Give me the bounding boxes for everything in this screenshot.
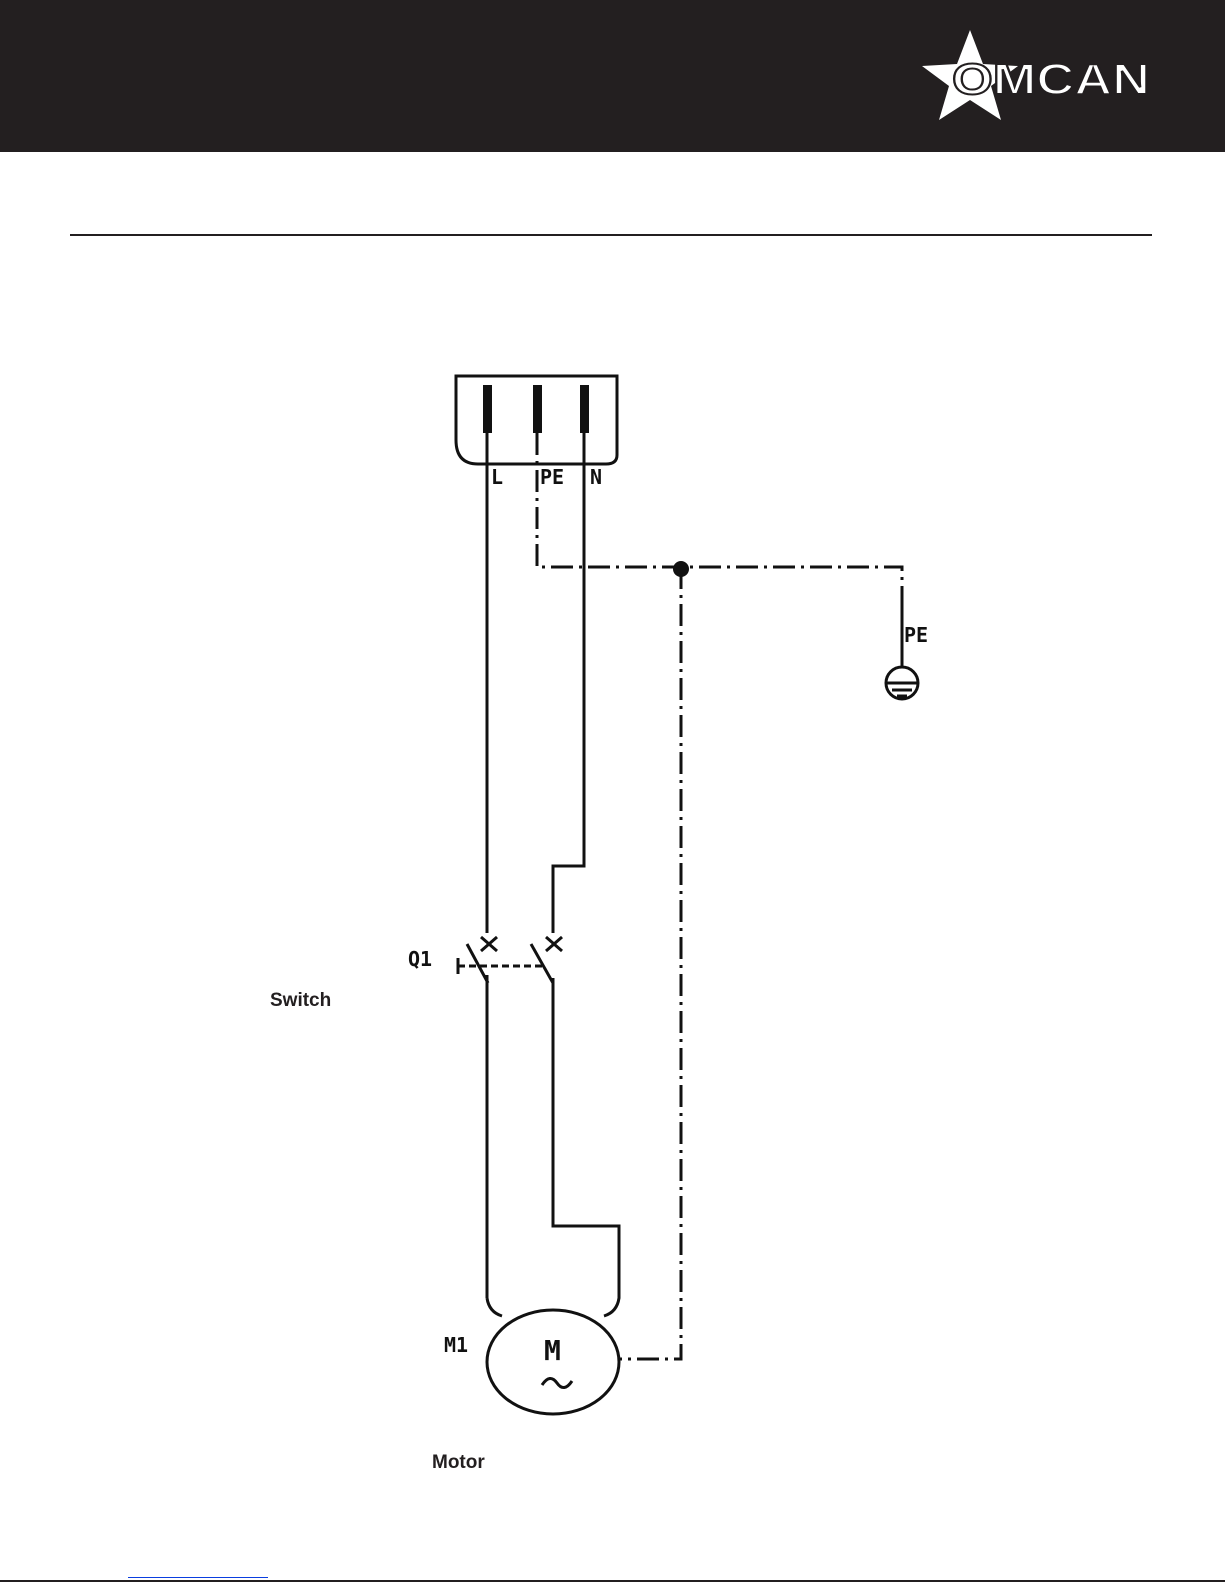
plug-pin-N xyxy=(580,385,589,433)
switch-caption: Switch xyxy=(270,990,331,1012)
terminal-label-PE: PE xyxy=(540,465,564,489)
wire-L-to-motor xyxy=(487,1298,502,1316)
wire-PE-drop xyxy=(537,433,902,595)
terminal-label-N: N xyxy=(590,465,602,489)
wire-PE-to-motor xyxy=(619,567,681,1359)
motor-ac-symbol xyxy=(542,1378,572,1387)
earth-label: PE xyxy=(904,623,928,647)
footer-rule xyxy=(0,1580,1225,1582)
plug-pin-L xyxy=(483,385,492,433)
switch-contact-L xyxy=(467,944,488,983)
pe-junction-dot xyxy=(673,561,689,577)
motor-symbol: M xyxy=(544,1334,561,1367)
switch-ref-label: Q1 xyxy=(408,947,432,971)
wire-N-lower xyxy=(553,978,619,1316)
footer-link-underline[interactable] xyxy=(128,1577,268,1578)
terminal-label-L: L xyxy=(491,465,503,489)
motor-caption: Motor xyxy=(432,1452,485,1474)
wire-N-upper xyxy=(553,433,584,933)
plug-pin-PE xyxy=(533,385,542,433)
motor-ref-label: M1 xyxy=(444,1333,468,1357)
switch-contact-N xyxy=(531,944,553,983)
